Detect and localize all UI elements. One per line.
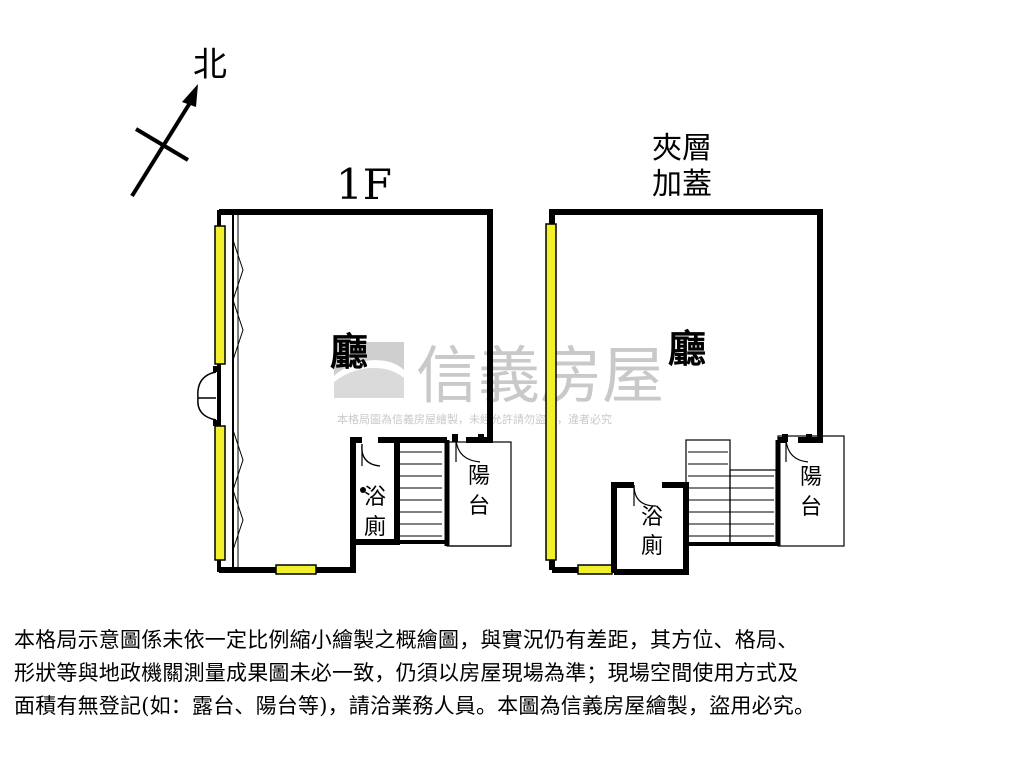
disclaimer: 本格局示意圖係未依一定比例縮小繪製之概繪圖，與實況仍有差距，其方位、格局、 形狀… [14, 624, 1014, 723]
floor-1-bathroom-label-1: 浴 [364, 485, 386, 510]
watermark-notice: 本格局圖為信義房屋繪製，未經允許請勿盜用，違者必究 [337, 412, 612, 426]
floor-plan-diagram: 北 信義房屋 本格局圖為信義房屋繪製，未經允許請勿盜用，違者必究 1F [130, 45, 845, 575]
compass-north-label: 北 [193, 45, 227, 85]
mezzanine-bathroom-label-1: 浴 [641, 505, 663, 530]
floor-1-window-lower [214, 425, 226, 561]
floor-1-window-upper [214, 225, 226, 365]
mezzanine-bathroom-label-2: 廁 [641, 534, 663, 559]
floor-1-balcony-label-1: 陽 [468, 464, 490, 489]
mezzanine-living-room-label: 廳 [668, 326, 706, 371]
disclaimer-line-1: 本格局示意圖係未依一定比例縮小繪製之概繪圖，與實況仍有差距，其方位、格局、 [14, 628, 799, 652]
floor-1-plan: 1F 浴 廁 [196, 160, 512, 575]
floor-1-window-bottom [275, 564, 317, 575]
watermark-logo-icon [334, 342, 404, 376]
mezzanine-balcony: 陽 台 [775, 434, 845, 547]
mezzanine-title-line-1: 夾層 [652, 131, 712, 166]
disclaimer-line-2: 形狀等與地政機關測量成果圖未必一致，仍須以房屋現場為準；現場空間使用方式及 [14, 661, 799, 685]
mezzanine-bathroom-walls [611, 482, 634, 572]
floor-1-staircase [397, 437, 447, 544]
disclaimer-line-3: 面積有無登記(如：露台、陽台等)，請洽業務人員。本圖為信義房屋繪製，盜用必究。 [14, 694, 816, 718]
floor-1-entrance-door [196, 366, 219, 426]
floor-1-balcony-label-2: 台 [468, 494, 490, 519]
floor-1-bathroom-label-2: 廁 [364, 515, 386, 540]
compass: 北 [130, 45, 227, 198]
mezzanine-staircase [685, 439, 777, 546]
watermark-brand: 信義房屋 [416, 339, 664, 412]
floor-1-outer-left-wall [217, 210, 221, 572]
mezzanine-balcony-label-2: 台 [800, 495, 822, 520]
mezzanine-plan: 夾層 加蓋 浴 廁 [545, 131, 845, 575]
watermark: 信義房屋 本格局圖為信義房屋繪製，未經允許請勿盜用，違者必究 [334, 339, 664, 426]
compass-crossbar [134, 127, 190, 162]
mezzanine-balcony-label-1: 陽 [800, 465, 822, 490]
mezzanine-window-left [545, 223, 557, 561]
compass-arrowhead [182, 84, 198, 107]
floor-1-balcony: 陽 台 [444, 434, 512, 547]
mezzanine-window-bottom [577, 564, 613, 575]
floor-1-living-room-label: 廳 [330, 329, 368, 374]
mezzanine-title-line-2: 加蓋 [652, 167, 712, 202]
floor-1-title: 1F [336, 160, 392, 209]
